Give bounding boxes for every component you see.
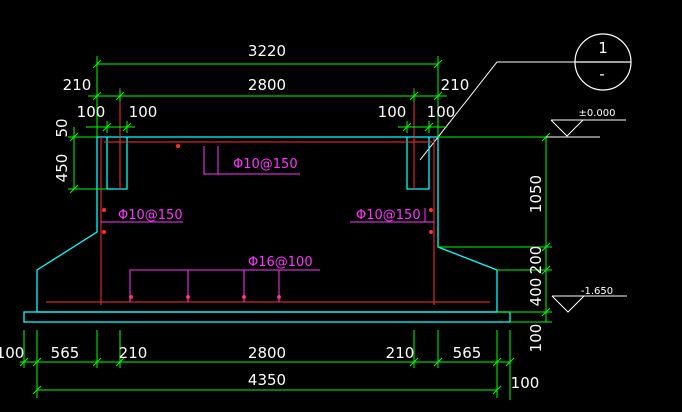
dim-wall-right-a: 100 xyxy=(378,103,407,121)
dim-right-100: 100 xyxy=(527,324,545,353)
dim-top-mid: 2800 xyxy=(248,76,286,94)
dim-overall-bottom: 4350 xyxy=(248,371,286,389)
note-right-wall: Φ10@150 xyxy=(356,208,421,223)
dim-top-side-right: 210 xyxy=(441,76,470,94)
dim-left-50: 50 xyxy=(53,118,71,137)
dim-right-1050: 1050 xyxy=(527,175,545,213)
dim-wall-left-b: 100 xyxy=(129,103,158,121)
concrete-outline xyxy=(23,136,511,323)
section-sheet: - xyxy=(599,65,604,83)
dim-wall-left-a: 100 xyxy=(77,103,106,121)
dim-bottom-565-left: 565 xyxy=(51,344,80,362)
dim-overall-top: 3220 xyxy=(248,42,286,60)
section-number: 1 xyxy=(598,39,608,57)
dim-left-450: 450 xyxy=(53,154,71,183)
note-bottom-slab: Φ16@100 xyxy=(248,255,313,270)
dim-bottom-100-left: 100 xyxy=(0,344,24,362)
elevation-top-label: ±0.000 xyxy=(578,108,615,119)
elevation-marker-bottom xyxy=(551,295,627,313)
dim-right-400: 400 xyxy=(527,278,545,307)
dim-top-side-left: 210 xyxy=(63,76,92,94)
dim-bottom-100-right: 100 xyxy=(511,374,540,392)
note-left-wall: Φ10@150 xyxy=(118,208,183,223)
elevation-bottom-label: -1.650 xyxy=(581,286,613,297)
dim-bottom-210-right: 210 xyxy=(386,344,415,362)
note-top-slab: Φ10@150 xyxy=(233,157,298,172)
elevation-marker-top xyxy=(546,119,626,138)
dimension-lines xyxy=(19,56,552,400)
dim-right-200: 200 xyxy=(527,246,545,275)
dim-bottom-2800: 2800 xyxy=(248,344,286,362)
distribution-bars xyxy=(101,146,434,302)
dim-bottom-565-right: 565 xyxy=(453,344,482,362)
dim-bottom-210-left: 210 xyxy=(119,344,148,362)
rebar xyxy=(46,88,490,305)
section-marker: 1 - xyxy=(574,33,632,91)
dim-wall-right-b: 100 xyxy=(427,103,456,121)
